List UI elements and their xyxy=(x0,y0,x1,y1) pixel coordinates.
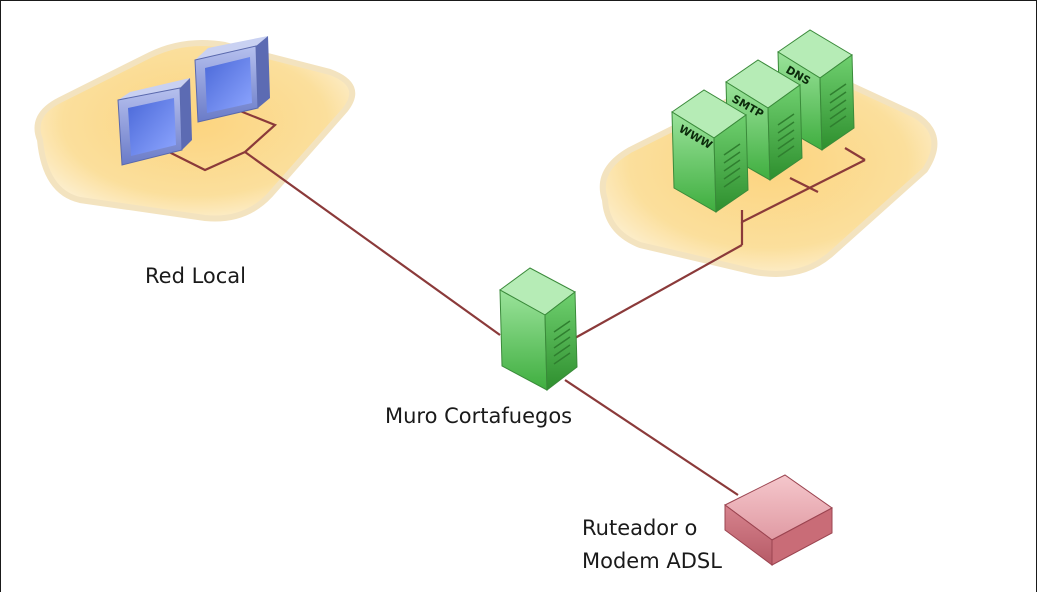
link-lan-firewall xyxy=(244,151,501,336)
router-label-line1: Ruteador o xyxy=(582,516,697,540)
router-icon xyxy=(724,474,833,566)
lan-link-ws1 xyxy=(164,149,246,172)
www-server-icon: WWW xyxy=(671,89,749,213)
router-label-line2: Modem ADSL xyxy=(582,549,722,573)
firewall-server-icon xyxy=(499,267,578,391)
workstation-icon xyxy=(117,78,192,166)
dmz-link-smtp xyxy=(789,177,819,193)
link-firewall-dmz xyxy=(574,244,743,339)
workstation-icon xyxy=(194,36,270,123)
firewall-label: Muro Cortafuegos xyxy=(385,404,572,428)
dmz-link-dns xyxy=(844,147,866,161)
lan-zone xyxy=(34,40,356,222)
lan-label: Red Local xyxy=(145,264,246,288)
links xyxy=(164,103,866,496)
link-firewall-router xyxy=(564,379,739,496)
